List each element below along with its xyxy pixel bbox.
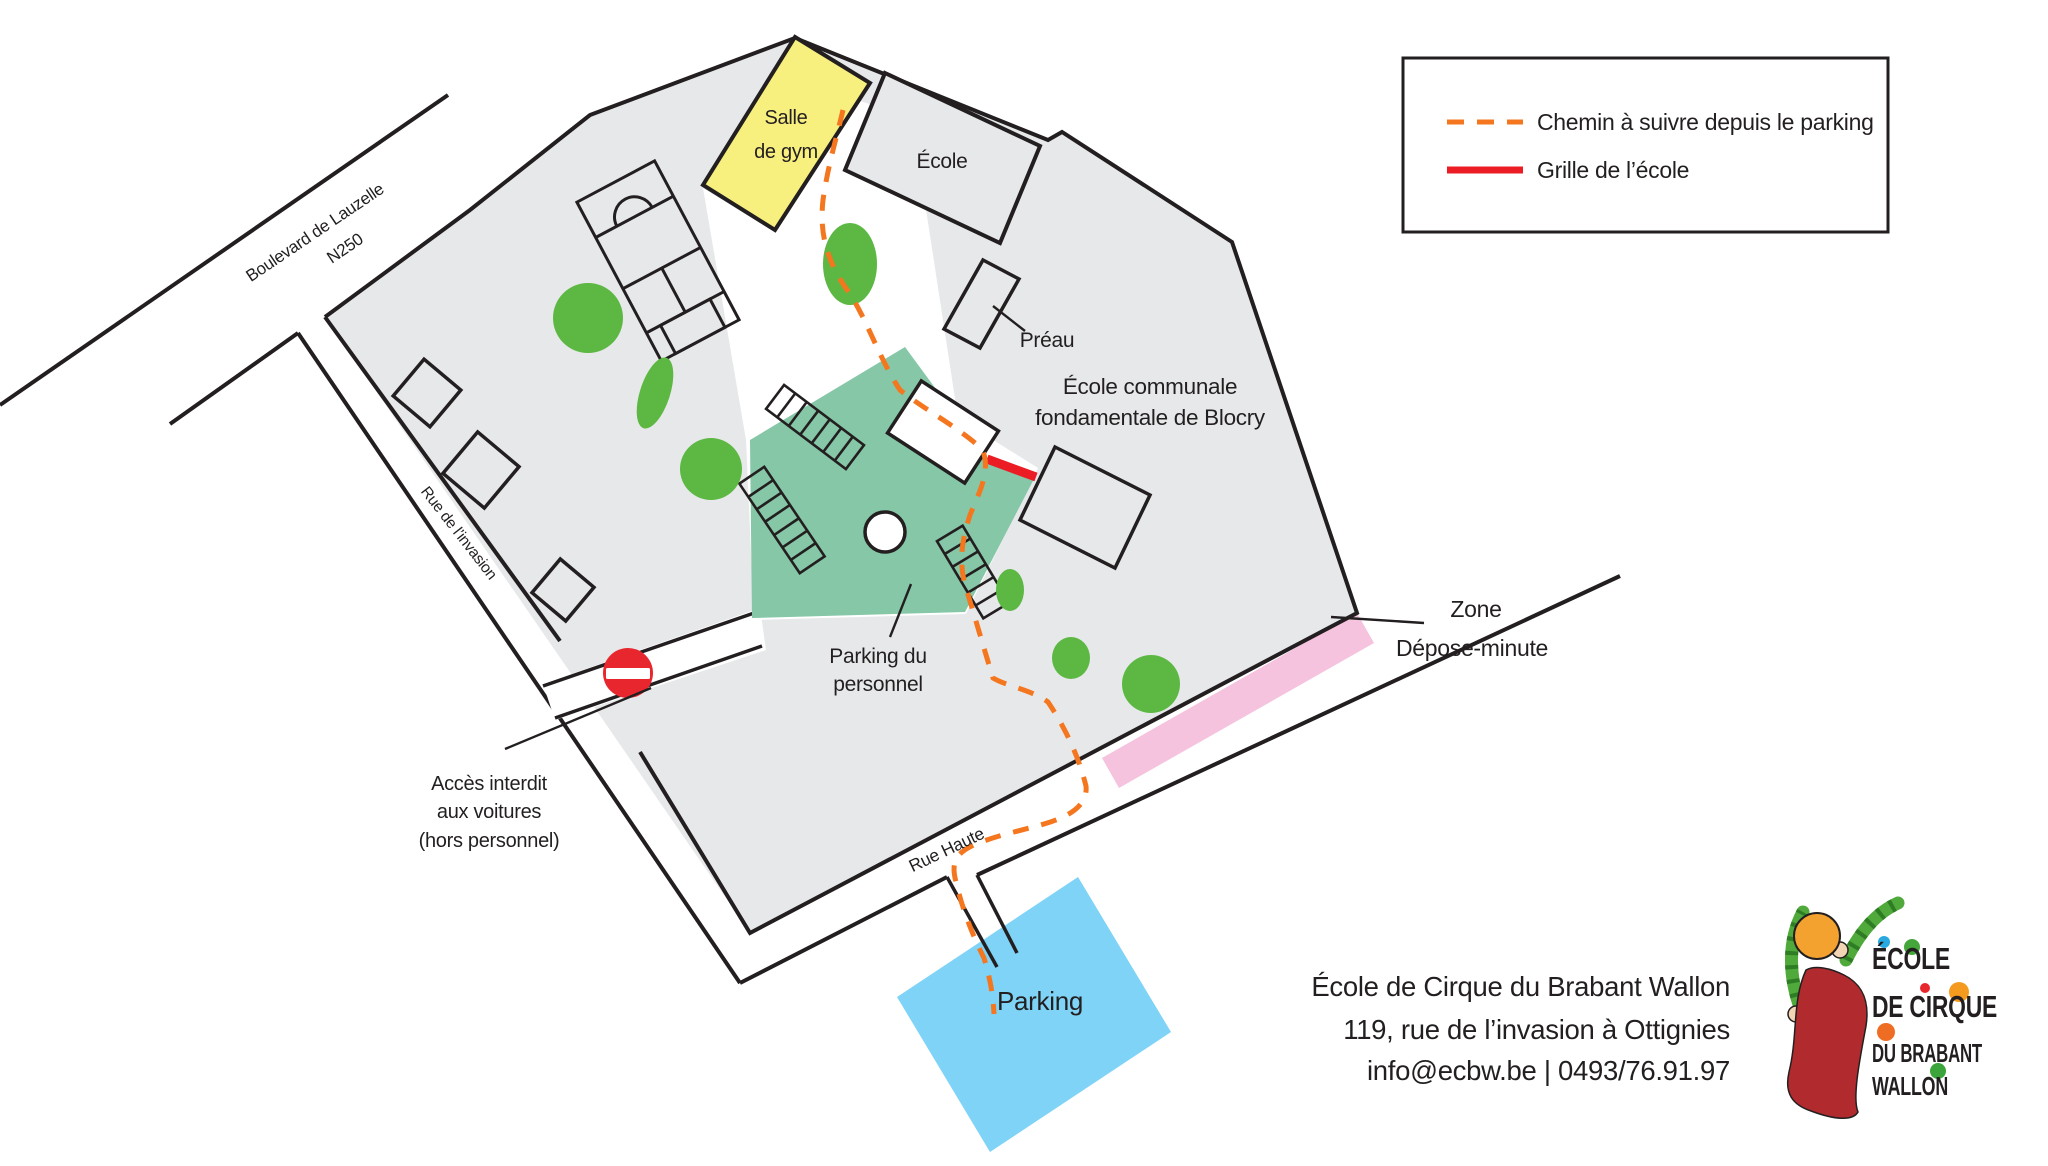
ball	[1920, 983, 1930, 993]
juggler-head	[1793, 912, 1841, 960]
boulevard-ref-label: N250	[323, 229, 366, 267]
juggling-balls	[1877, 936, 1969, 1079]
road-boulevard-lower-line	[168, 331, 300, 426]
no-access-label-3: (hors personnel)	[419, 830, 560, 852]
boulevard-label: Boulevard de Lauzelle	[242, 179, 387, 285]
driveway-lines	[542, 610, 763, 720]
ball	[1878, 936, 1890, 948]
dropoff-label-2: Dépose-minute	[1396, 635, 1548, 661]
ball	[1877, 1023, 1895, 1041]
school-name-label-2: fondamentale de Blocry	[1035, 405, 1266, 430]
ball	[1930, 1063, 1946, 1079]
road-haute-south-line	[739, 574, 1621, 985]
dropoff-label-1: Zone	[1450, 596, 1501, 622]
road-lines	[0, 93, 1621, 985]
footpath-lines	[945, 874, 1019, 968]
legend-route-label: Chemin à suivre depuis le parking	[1537, 109, 1874, 135]
no-access-label-1: Accès interdit	[431, 773, 548, 795]
pointer-lines	[504, 305, 1425, 751]
tree	[680, 438, 742, 500]
logo-line-4: WALLON	[1872, 1071, 1948, 1101]
dropoff-pointer	[1330, 615, 1425, 625]
school-building	[842, 70, 1043, 246]
no-entry-sign	[603, 648, 653, 698]
tree	[1052, 637, 1090, 679]
house	[529, 556, 597, 624]
contact-block: École de Cirque du Brabant Wallon 119, r…	[1311, 971, 1730, 1086]
logo-text: ÉCOLE DE CIRQUE DU BRABANT WALLON	[1872, 941, 1997, 1101]
gym-label-1: Salle	[765, 107, 808, 129]
logo-line-3: DU BRABANT	[1872, 1038, 1982, 1068]
staff-parking-label-1: Parking du	[829, 645, 926, 668]
shelter-label: Préau	[1020, 329, 1075, 352]
house	[440, 429, 522, 511]
staff-parking-pointer	[888, 583, 913, 638]
no-access-pointer	[504, 686, 652, 751]
courtyard-building	[885, 378, 1001, 486]
tree	[996, 569, 1024, 611]
logo-line-2: DE CIRQUE	[1872, 989, 1997, 1024]
houses	[390, 356, 597, 624]
road-boulevard-line	[0, 93, 450, 407]
legend-gate-label: Grille de l’école	[1537, 157, 1689, 183]
campus-boundary	[323, 35, 1360, 936]
road-invasion-line	[296, 331, 742, 985]
logo-line-1: ÉCOLE	[1872, 941, 1950, 976]
sports-court	[574, 158, 742, 364]
roundabout-circle	[863, 510, 907, 554]
gym-building	[700, 34, 873, 233]
house	[390, 356, 464, 430]
shelter-pointer	[992, 305, 1026, 332]
juggler-body	[1787, 966, 1868, 1119]
parking-row	[737, 383, 1011, 621]
legend-box	[1401, 56, 1890, 234]
school-name-label-1: École communale	[1063, 374, 1237, 399]
school-building-label: École	[916, 150, 967, 173]
ball	[1949, 982, 1969, 1002]
public-parking-zone	[897, 877, 1171, 1152]
shelter-building	[941, 257, 1022, 351]
annex-building	[1017, 444, 1153, 571]
legend: Chemin à suivre depuis le parking Grille…	[1401, 56, 1890, 234]
staff-parking-label-2: personnel	[833, 673, 923, 696]
tree	[1122, 655, 1180, 713]
school-gate-line	[985, 454, 1038, 482]
no-access-label-2: aux voitures	[437, 801, 542, 823]
tree	[553, 283, 623, 353]
logo: ÉCOLE DE CIRQUE DU BRABANT WALLON	[1785, 896, 1997, 1119]
gym-label-2: de gym	[754, 141, 818, 163]
dropoff-zone	[1102, 613, 1374, 788]
driveway-area	[543, 608, 766, 720]
public-parking-label: Parking	[997, 986, 1083, 1016]
contact-line-2: 119, rue de l’invasion à Ottignies	[1343, 1014, 1730, 1045]
tree	[636, 357, 674, 429]
juggler-figure	[1785, 896, 1905, 1119]
contact-line-3: info@ecbw.be | 0493/76.91.97	[1367, 1055, 1730, 1086]
contact-line-1: École de Cirque du Brabant Wallon	[1311, 971, 1730, 1002]
trees	[553, 223, 1180, 713]
ball	[1904, 939, 1920, 955]
tree	[823, 223, 877, 305]
